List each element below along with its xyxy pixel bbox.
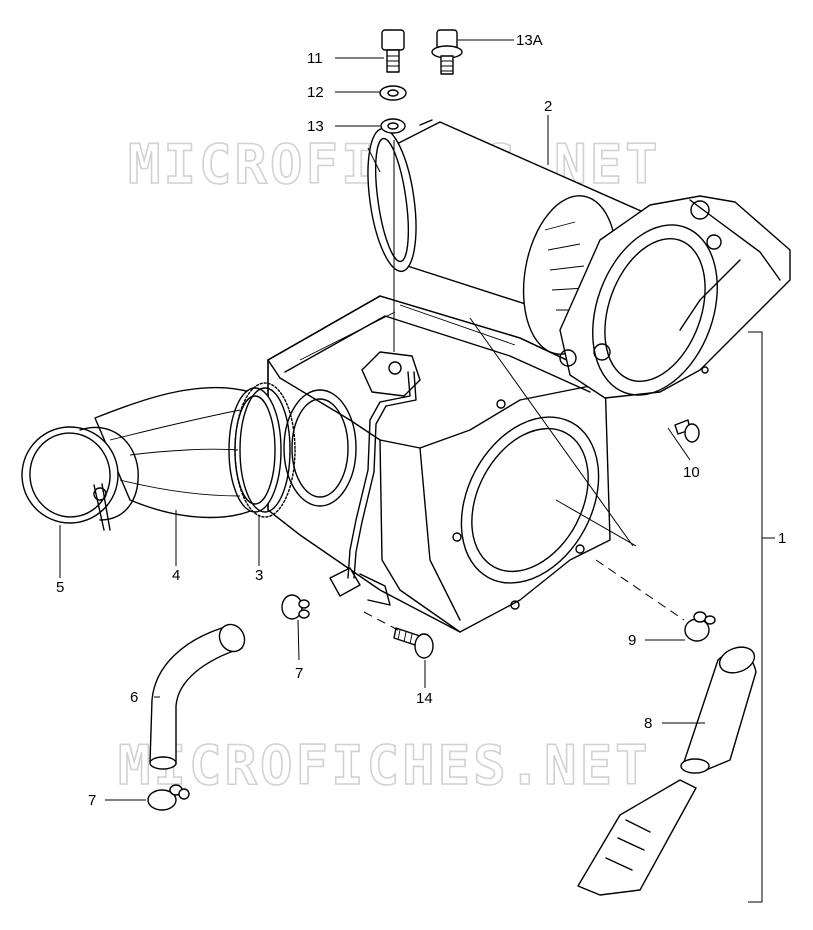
callout-11: 11 <box>307 50 323 67</box>
leader-lines <box>59 39 775 903</box>
seal-ring <box>234 382 296 518</box>
drain-tube-8 <box>577 646 757 896</box>
callout-5: 5 <box>56 579 64 596</box>
washer-13 <box>380 118 406 134</box>
callout-7-upper: 7 <box>295 665 303 682</box>
bolt-11 <box>381 29 405 73</box>
callout-labels: 11 12 13 13A 2 10 1 5 4 3 7 6 14 9 8 7 <box>56 32 786 809</box>
bolt-10 <box>674 419 700 443</box>
callout-2: 2 <box>544 98 552 115</box>
air-cleaner-cap <box>559 195 791 399</box>
bolt-13a <box>431 29 463 75</box>
callout-13a: 13A <box>516 32 543 49</box>
clip-7-upper <box>281 594 310 620</box>
callout-8: 8 <box>644 715 652 732</box>
callout-14: 14 <box>416 690 433 707</box>
callout-4: 4 <box>172 567 180 584</box>
hose-clamp <box>21 426 139 531</box>
callout-1: 1 <box>778 530 786 547</box>
watermark-bottom: MICROFICHES.NET <box>118 734 651 797</box>
outlet-tube <box>94 386 282 519</box>
callout-3: 3 <box>255 567 263 584</box>
callout-7-lower: 7 <box>88 792 96 809</box>
callout-13: 13 <box>307 118 324 135</box>
callout-9: 9 <box>628 632 636 649</box>
bolt-14 <box>393 627 434 659</box>
callout-10: 10 <box>683 464 700 481</box>
wire-clamp <box>347 371 417 579</box>
drain-hose-6 <box>149 623 246 770</box>
callout-6: 6 <box>130 689 138 706</box>
clip-7-lower <box>147 784 190 811</box>
clip-9 <box>684 611 716 642</box>
washer-12 <box>379 85 407 101</box>
air-cleaner-case <box>267 295 611 633</box>
callout-12: 12 <box>307 84 324 101</box>
